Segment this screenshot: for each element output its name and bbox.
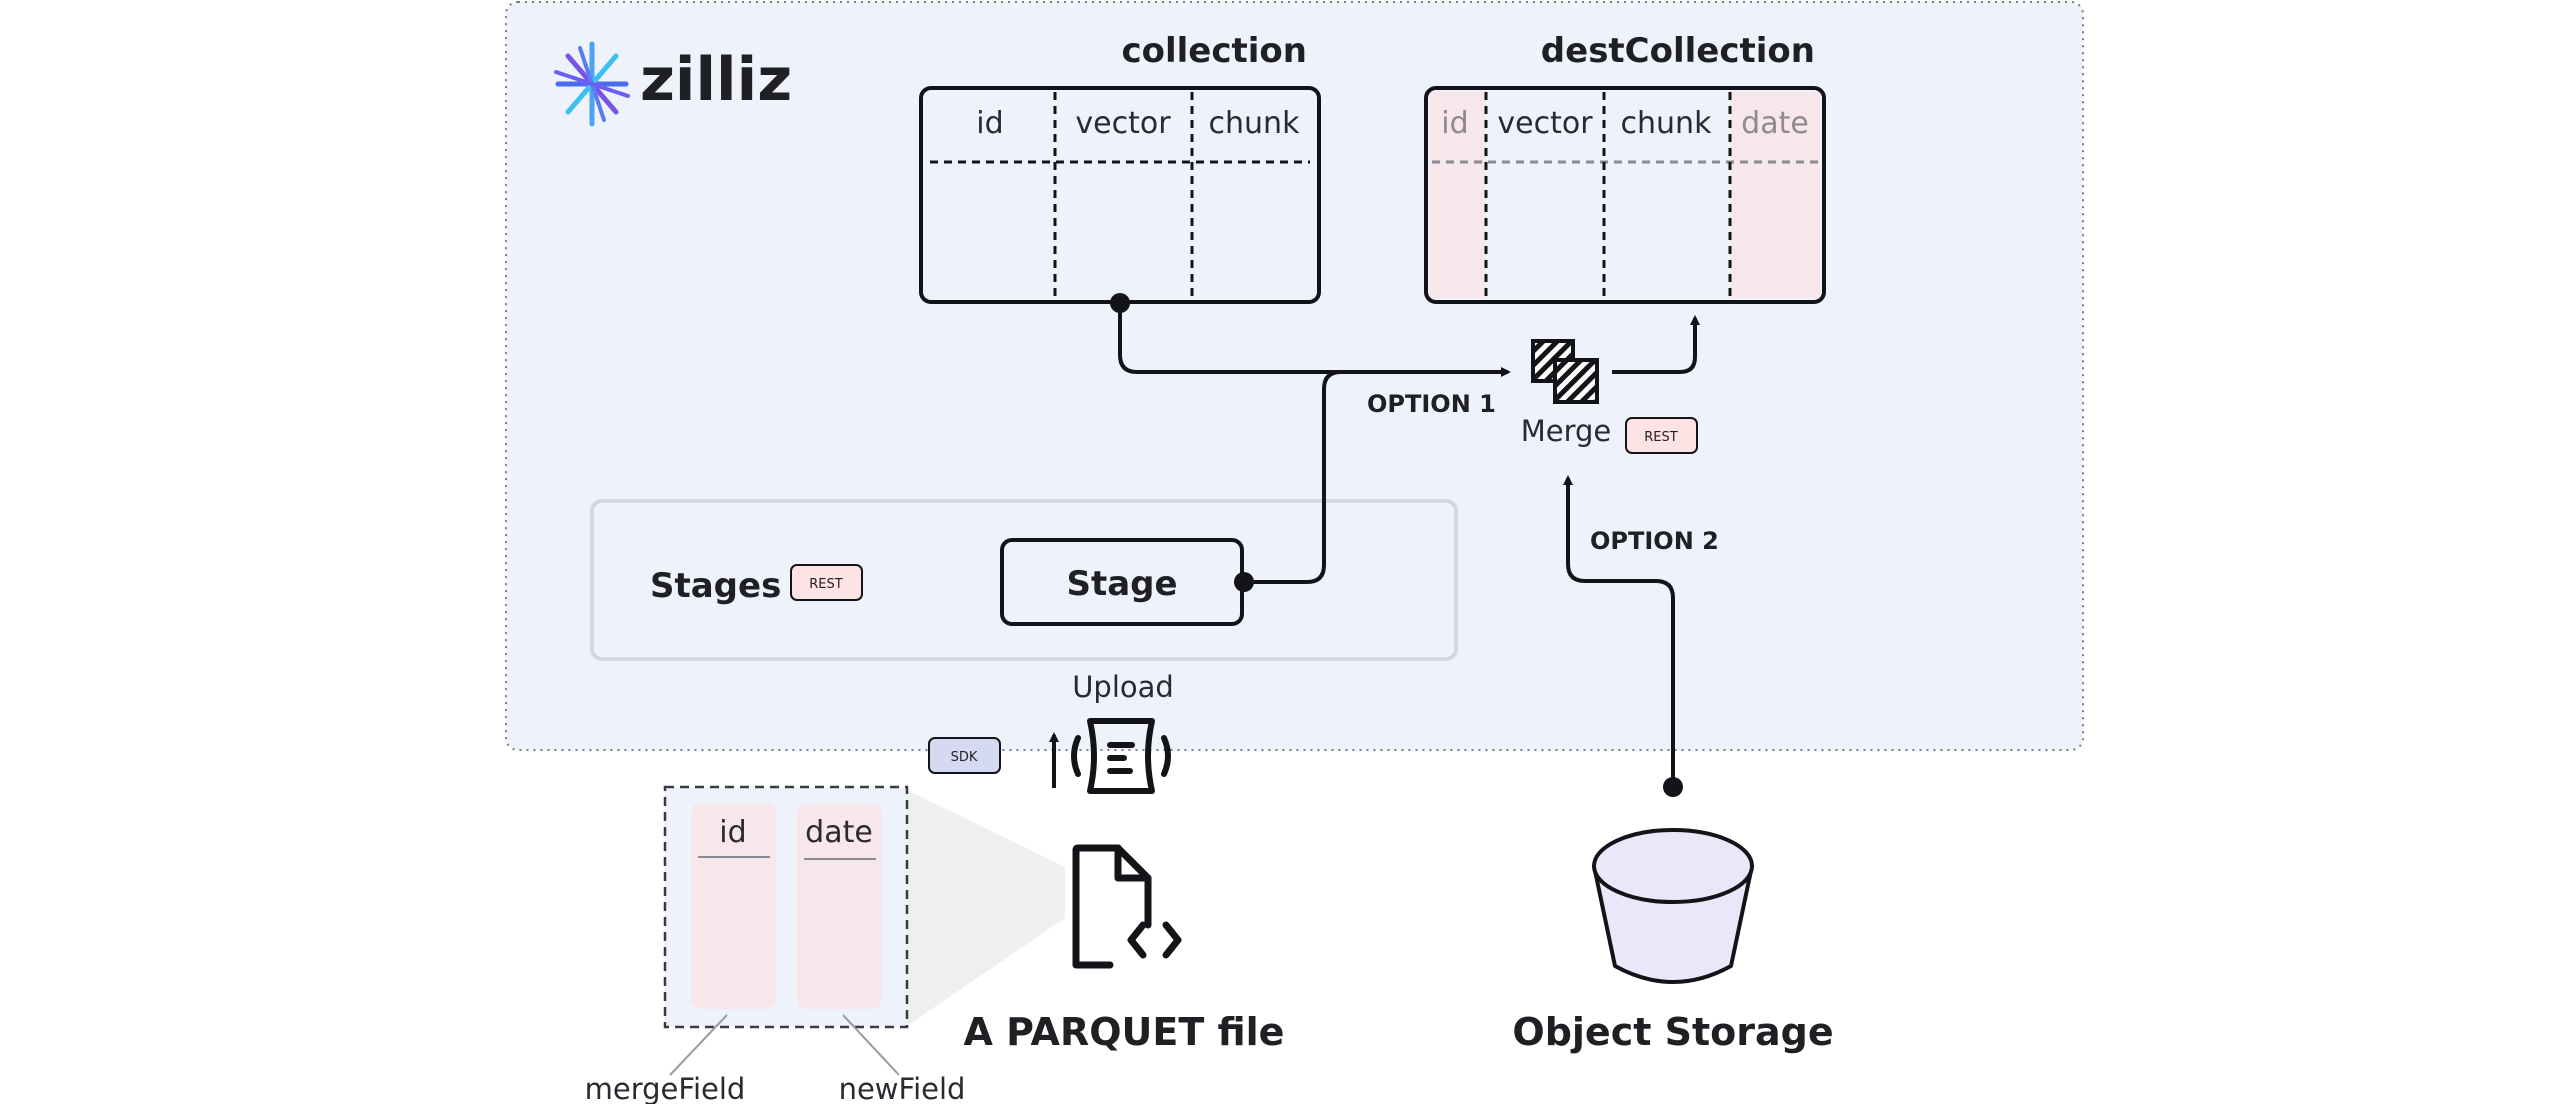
collection-table: id vector chunk [919,86,1321,304]
svg-text:REST: REST [809,577,842,592]
bucket-icon [1592,828,1754,984]
dest-col-vector: vector [1497,106,1593,141]
dest-col-id: id [1441,106,1468,141]
stages-title: Stages [650,566,781,606]
parquet-col-date: date [805,815,873,850]
logo-text: zilliz [640,45,792,115]
collection-col-id: id [976,106,1003,141]
collection-col-vector: vector [1075,106,1171,141]
code-file-icon [1072,844,1182,969]
connector-storage-to-merge [1563,475,1683,797]
parquet-preview: id date [663,785,909,1029]
svg-text:REST: REST [1644,430,1677,445]
connector-collection-to-merge [1110,293,1511,377]
object-storage-label: Object Storage [1512,1010,1833,1054]
sdk-badge: SDK [928,737,1001,774]
stage-label: Stage [1066,564,1177,604]
stages-rest-badge: REST [790,564,863,601]
merge-icon [1531,339,1599,404]
connector-merge-to-dest [1612,315,1700,374]
dest-collection-title: destCollection [1541,31,1815,71]
zilliz-logo: zilliz [554,41,792,127]
collection-col-chunk: chunk [1209,106,1301,141]
connector-stage-to-merge [1234,370,1342,592]
collection-title: collection [1121,31,1307,71]
merge-label: Merge [1521,414,1612,448]
option-1-label: OPTION 1 [1367,390,1496,418]
zilliz-star-icon [554,41,630,127]
upload-label: Upload [1072,670,1174,704]
dest-col-date: date [1741,106,1809,141]
preview-callout [907,790,1065,1026]
merge-rest-badge: REST [1625,417,1698,454]
merge-field-leader [669,1014,728,1076]
new-field-leader [842,1014,900,1076]
merge-field-label: mergeField [585,1072,746,1104]
parquet-col-id: id [719,815,746,850]
svg-text:SDK: SDK [951,750,978,765]
dest-collection-table: id vector chunk date [1424,86,1826,304]
stage-box[interactable]: Stage [1000,538,1244,626]
dest-col-chunk: chunk [1621,106,1713,141]
upload-scroll-icon [1071,718,1171,794]
new-field-label: newField [839,1072,966,1104]
parquet-file-label: A PARQUET file [964,1010,1285,1054]
option-2-label: OPTION 2 [1590,527,1719,555]
